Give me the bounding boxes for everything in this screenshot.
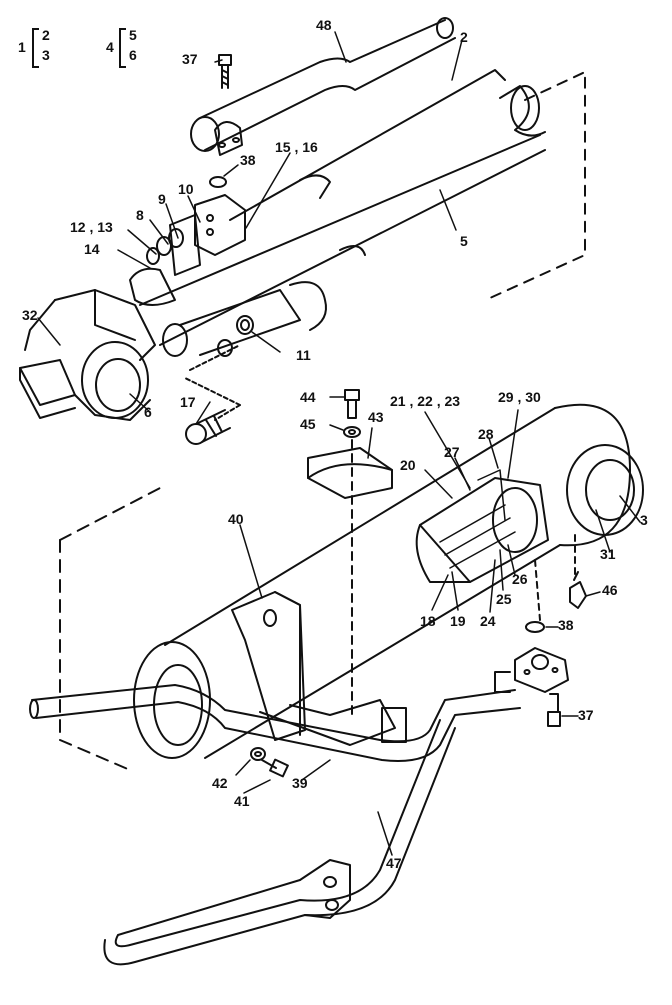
callout-29-30: 29 , 30: [498, 389, 541, 405]
callout-19: 19: [450, 613, 466, 629]
callout-27: 27: [444, 444, 460, 460]
callout-17: 17: [180, 394, 196, 410]
callout-37-upper: 37: [182, 51, 198, 67]
callout-41: 41: [234, 793, 250, 809]
legend-group-a-parent: 1: [18, 39, 26, 55]
callout-8: 8: [136, 207, 144, 223]
callout-15-16: 15 , 16: [275, 139, 318, 155]
legend-group-b-bracket: [119, 28, 126, 68]
callout-28: 28: [478, 426, 494, 442]
callout-14: 14: [84, 241, 100, 257]
o-ring-38-lower: [525, 621, 545, 633]
callout-25: 25: [496, 591, 512, 607]
callout-45: 45: [300, 416, 316, 432]
callout-43: 43: [368, 409, 384, 425]
callout-39: 39: [292, 775, 308, 791]
callout-37-lower: 37: [578, 707, 594, 723]
callout-6: 6: [144, 404, 152, 420]
legend-group-b-child-1: 5: [129, 27, 137, 43]
rod-eye-drawing: [19, 289, 156, 421]
callout-2: 2: [460, 29, 468, 45]
legend-group-a-bracket: [32, 28, 39, 68]
callout-9: 9: [158, 191, 166, 207]
callout-26: 26: [512, 571, 528, 587]
clamp-43-drawing: [307, 389, 393, 721]
leader-lines: [37, 31, 641, 856]
callout-40: 40: [228, 511, 244, 527]
callout-18: 18: [420, 613, 436, 629]
legend-group-a-child-1: 2: [42, 27, 50, 43]
callout-44: 44: [300, 389, 316, 405]
callout-32: 32: [22, 307, 38, 323]
o-ring-38-upper: [209, 176, 227, 188]
callout-38-lower: 38: [558, 617, 574, 633]
callout-20: 20: [400, 457, 416, 473]
bolt-17-drawing: [184, 344, 241, 445]
legend-group-a-child-2: 3: [42, 47, 50, 63]
bolt-37-upper-drawing: [214, 54, 243, 156]
fitting-46-drawing: [569, 571, 587, 609]
callout-12-13: 12 , 13: [70, 219, 113, 235]
bolt-41-drawing: [250, 747, 289, 778]
callout-21-22-23: 21 , 22 , 23: [390, 393, 461, 409]
callout-46: 46: [602, 582, 618, 598]
hose-47-drawing: [29, 684, 521, 966]
rod-head-drawing: [129, 194, 301, 357]
legend-group-b-child-2: 6: [129, 47, 137, 63]
legend-group-b-parent: 4: [106, 39, 114, 55]
callout-38-upper: 38: [240, 152, 256, 168]
callout-3: 3: [640, 512, 648, 528]
bracket-40-drawing: [231, 591, 407, 746]
callout-47: 47: [386, 855, 402, 871]
callout-11: 11: [296, 347, 311, 363]
cylinder-tube-drawing: [139, 69, 586, 346]
hose-48-drawing: [190, 17, 456, 152]
callout-31: 31: [600, 546, 616, 562]
callout-24: 24: [480, 613, 496, 629]
flange-37-lower-drawing: [494, 647, 569, 727]
callout-42: 42: [212, 775, 228, 791]
callout-5: 5: [460, 233, 468, 249]
callout-48: 48: [316, 17, 332, 33]
callout-10: 10: [178, 181, 194, 197]
